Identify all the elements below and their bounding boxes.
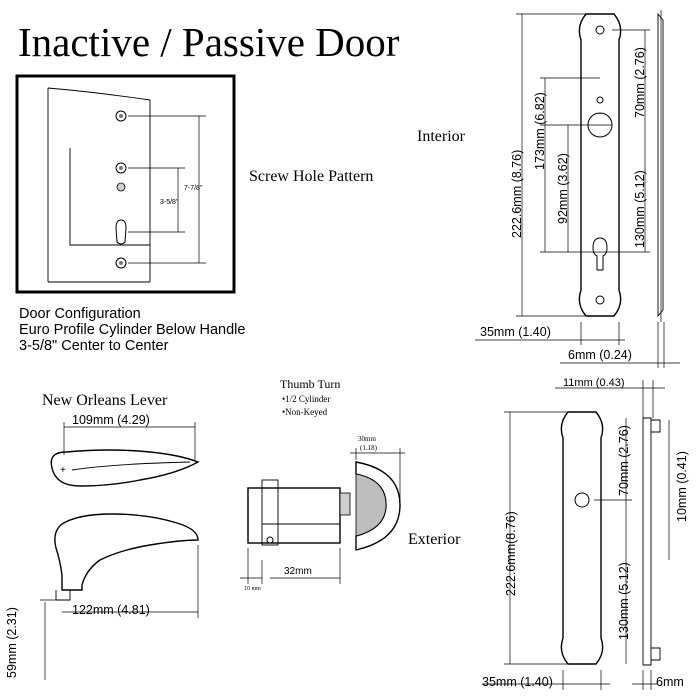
interior-bottom-screw — [595, 295, 605, 305]
cylinder-flange — [261, 479, 279, 546]
exterior-side-profile — [642, 417, 652, 666]
lever-drawings: + 109mm (4.29) 122mm (4.81) 59mm (2.31) — [5, 413, 200, 680]
dim-inner-text: 3-5/8" — [160, 199, 179, 206]
thumb-turn-knob-face — [355, 473, 387, 537]
door-edge-outline — [47, 87, 151, 283]
dim-outer-text: 7-7/8" — [184, 185, 203, 192]
screw-hole-panel: 7-7/8" 3-5/8" — [15, 74, 236, 294]
exterior-side-tab-top — [651, 419, 661, 433]
thumb-turn-note-1: •1/2 Cylinder — [282, 394, 330, 404]
interior-lower-span: 130mm (5.12) — [633, 170, 647, 248]
config-line-3: 3-5/8" Center to Center — [19, 338, 169, 354]
thumb-turn-drawing: 30mm (1.18) 32mm 10 mm — [240, 435, 405, 592]
exterior-side-tab-bottom — [651, 647, 661, 661]
exterior-label: Exterior — [408, 531, 461, 548]
lever-side-length: 122mm (4.81) — [72, 603, 150, 617]
interior-cylinder-hole — [592, 237, 608, 271]
cyl-length: 32mm — [284, 566, 312, 577]
lever-top-length: 109mm (4.29) — [72, 413, 150, 427]
interior-upper-span: 173mm (6.82) — [533, 92, 547, 170]
lever-side-outline — [54, 513, 199, 591]
cylinder-screw — [266, 536, 274, 544]
interior-center-to-center: 92mm (3.62) — [556, 153, 570, 224]
lever-top-contour — [71, 461, 191, 471]
thumb-turn-label: Thumb Turn — [280, 377, 340, 391]
interior-small-hole — [596, 96, 604, 104]
screw-hole-label: Screw Hole Pattern — [249, 168, 373, 185]
exterior-lower-span: 130mm (5.12) — [617, 562, 631, 640]
config-line-1: Door Configuration — [19, 306, 141, 322]
screw-hole-middle — [116, 182, 126, 192]
interior-top-offset: 70mm (2.76) — [633, 47, 647, 118]
cylinder-keyhole — [115, 219, 127, 245]
spindle-hole-center — [119, 166, 123, 170]
lever-top-outline — [50, 449, 200, 487]
cylinder-body — [247, 487, 341, 544]
exterior-plate-outline — [560, 411, 604, 665]
lever-projection: 59mm (2.31) — [5, 607, 19, 678]
turn-width: 30mm — [358, 435, 376, 443]
thumb-turn-note-2: •Non-Keyed — [282, 407, 328, 417]
exterior-width: 35mm (1.40) — [482, 675, 553, 689]
exterior-projection-top: 11mm (0.43) — [563, 377, 625, 389]
exterior-spindle-hole — [574, 492, 590, 508]
turn-width-in: (1.18) — [360, 444, 378, 452]
page-title: Inactive / Passive Door — [18, 19, 400, 65]
exterior-plate: 11mm (0.43) 70mm (2.76) 10mm (0.41) 222.… — [482, 377, 689, 690]
interior-plate: 222.6mm (8.76) 173mm (6.82) 92mm (3.62) … — [475, 10, 680, 368]
exterior-thickness: 6mm — [656, 675, 684, 689]
turn-shaft — [339, 492, 351, 516]
lever-side-rose — [55, 590, 71, 601]
exterior-side-depth: 10mm (0.41) — [675, 451, 689, 522]
panel-frame — [15, 74, 236, 294]
interior-thickness: 6mm (0.24) — [568, 348, 632, 362]
interior-label: Interior — [417, 128, 466, 145]
screw-hole-bottom-center — [119, 261, 123, 265]
exterior-total-height: 222.6mm(8.76) — [504, 511, 518, 596]
cyl-offset: 10 mm — [244, 586, 261, 592]
interior-total-height: 222.6mm (8.76) — [510, 150, 524, 238]
interior-width: 35mm (1.40) — [480, 325, 551, 339]
door-recess-outline — [69, 148, 150, 246]
screw-hole-top-center — [119, 114, 123, 118]
interior-plate-outline — [578, 13, 622, 317]
lever-top-center-mark: + — [60, 465, 66, 476]
exterior-top-offset: 70mm (2.76) — [617, 425, 631, 496]
config-line-2: Euro Profile Cylinder Below Handle — [19, 322, 245, 338]
lever-label: New Orleans Lever — [42, 392, 168, 409]
interior-side-profile — [657, 12, 664, 318]
interior-top-screw — [595, 25, 605, 35]
